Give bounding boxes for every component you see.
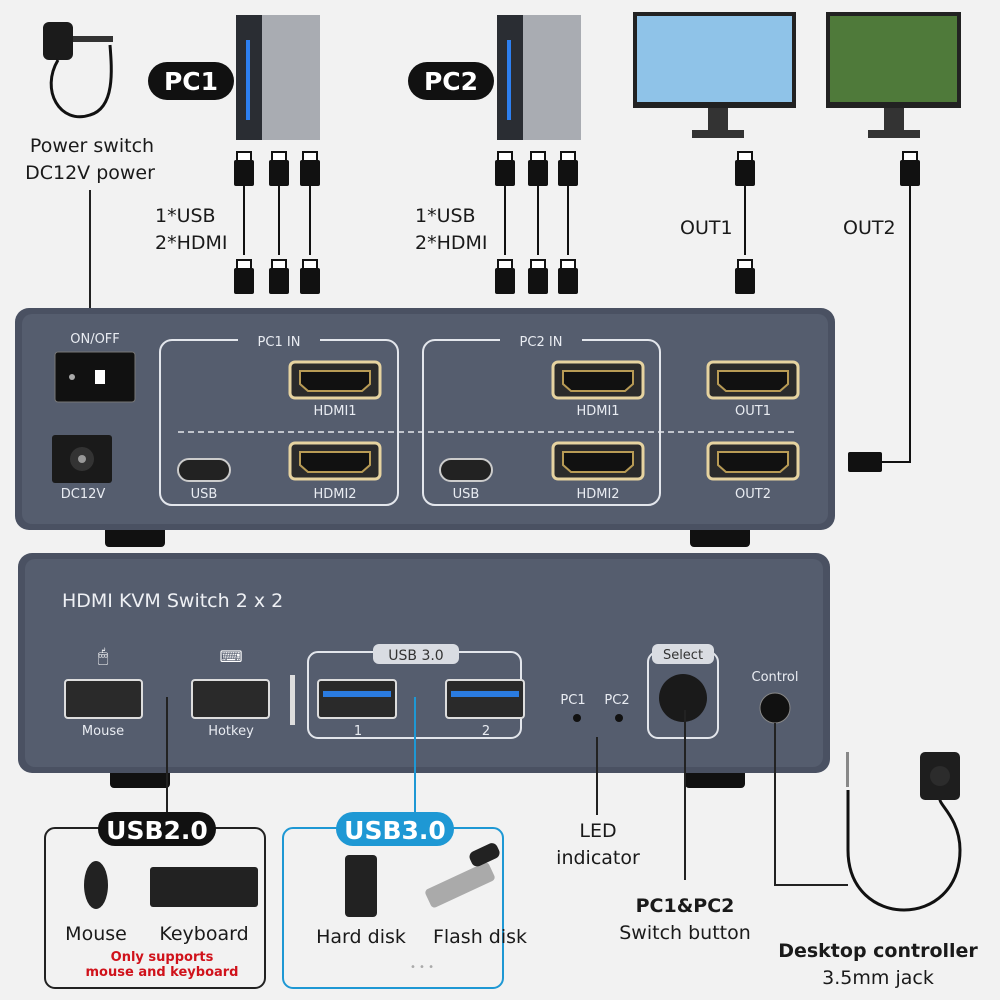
pc1-hdmi1-label: HDMI1 (313, 404, 356, 419)
mouse-port (64, 679, 143, 719)
pc2-tower-icon (497, 15, 581, 140)
device-title: HDMI KVM Switch 2 x 2 (62, 590, 283, 612)
switch-caption-1: PC1&PC2 (636, 895, 735, 917)
hotkey-port-label: Hotkey (208, 724, 254, 739)
pc2-hdmi2-label: HDMI2 (576, 487, 619, 502)
mouse-caption: Mouse (65, 923, 127, 945)
led-pc2-label: PC2 (604, 693, 629, 708)
controller-caption-2: 3.5mm jack (822, 967, 934, 989)
led-pc1 (573, 714, 581, 722)
pc1-tower-icon (236, 15, 320, 140)
power-label-1: Power switch (30, 135, 154, 157)
usb3-port-1 (317, 679, 397, 719)
led-caption-1: LED (579, 820, 616, 842)
pc2-label: PC2 (424, 67, 478, 96)
pc2-badge (408, 62, 494, 100)
power-label-2: DC12V power (25, 162, 155, 184)
mouse-device-icon (84, 861, 108, 909)
hotkey-port (191, 679, 270, 719)
usb20-badge-text: USB2.0 (106, 816, 208, 845)
usb20-badge (98, 812, 216, 846)
monitor-2-icon (826, 12, 961, 138)
callout-lines (166, 697, 848, 886)
select-label: Select (663, 648, 703, 663)
controller-caption-1: Desktop controller (778, 940, 978, 962)
usb30-badge-text: USB3.0 (344, 816, 446, 845)
usb30-badge (336, 812, 454, 846)
usb3-port-2 (445, 679, 525, 719)
pc1-in-label: PC1 IN (258, 335, 301, 350)
back-panel: ON/OFF DC12V PC1 IN PC2 IN HDMI1 HDMI2 U… (15, 308, 835, 547)
pc1-cables-1: 1*USB (155, 205, 216, 227)
pc1-usb-label: USB (191, 487, 218, 502)
hdmi-plug-icons (233, 151, 921, 472)
on-off-label: ON/OFF (70, 332, 120, 347)
hard-disk-icon (345, 855, 377, 917)
pc2-cables-2: 2*HDMI (415, 232, 488, 254)
pc1-hdmi2-label: HDMI2 (313, 487, 356, 502)
control-jack (759, 692, 791, 724)
keyboard-icon: ⌨ (219, 647, 242, 666)
led-pc2 (615, 714, 623, 722)
note-line-1: Only supports (111, 950, 214, 965)
out2-cable-label: OUT2 (843, 217, 896, 239)
pc2-cables-1: 1*USB (415, 205, 476, 227)
pc2-hdmi1-label: HDMI1 (576, 404, 619, 419)
pc2-in-label: PC2 IN (520, 335, 563, 350)
pc1-label: PC1 (164, 67, 218, 96)
out1-cable-label: OUT1 (680, 217, 733, 239)
input-cables (243, 175, 911, 463)
led-pc1-label: PC1 (560, 693, 585, 708)
out2-port-label: OUT2 (735, 487, 771, 502)
out1-port-label: OUT1 (735, 404, 771, 419)
flash-disk-caption: Flash disk (433, 926, 527, 948)
pc1-badge (148, 62, 234, 100)
keyboard-caption: Keyboard (159, 923, 248, 945)
port1-label: 1 (354, 724, 362, 739)
led-caption-2: indicator (556, 847, 640, 869)
usb30-box (282, 827, 504, 989)
flash-disk-icon (425, 843, 500, 908)
desktop-controller-icon (846, 752, 962, 912)
monitor-1-icon (633, 12, 796, 138)
keyboard-device-icon (150, 867, 258, 907)
switch-caption-2: Switch button (619, 922, 751, 944)
note-line-2: mouse and keyboard (86, 965, 239, 980)
mouse-port-label: Mouse (82, 724, 124, 739)
port2-label: 2 (482, 724, 490, 739)
more-dots: • • • (410, 962, 434, 973)
select-button[interactable] (659, 674, 707, 722)
mouse-icon: 🖱 (98, 646, 109, 667)
front-panel: HDMI KVM Switch 2 x 2 🖱 ⌨ Mouse Hotkey U… (18, 553, 830, 788)
pc2-usb-label: USB (453, 487, 480, 502)
power-adapter-icon (43, 22, 113, 119)
pc1-cables-2: 2*HDMI (155, 232, 228, 254)
dc12v-label: DC12V (61, 487, 106, 502)
usb30-panel-label: USB 3.0 (388, 648, 443, 664)
hard-disk-caption: Hard disk (316, 926, 406, 948)
control-label: Control (752, 670, 799, 685)
